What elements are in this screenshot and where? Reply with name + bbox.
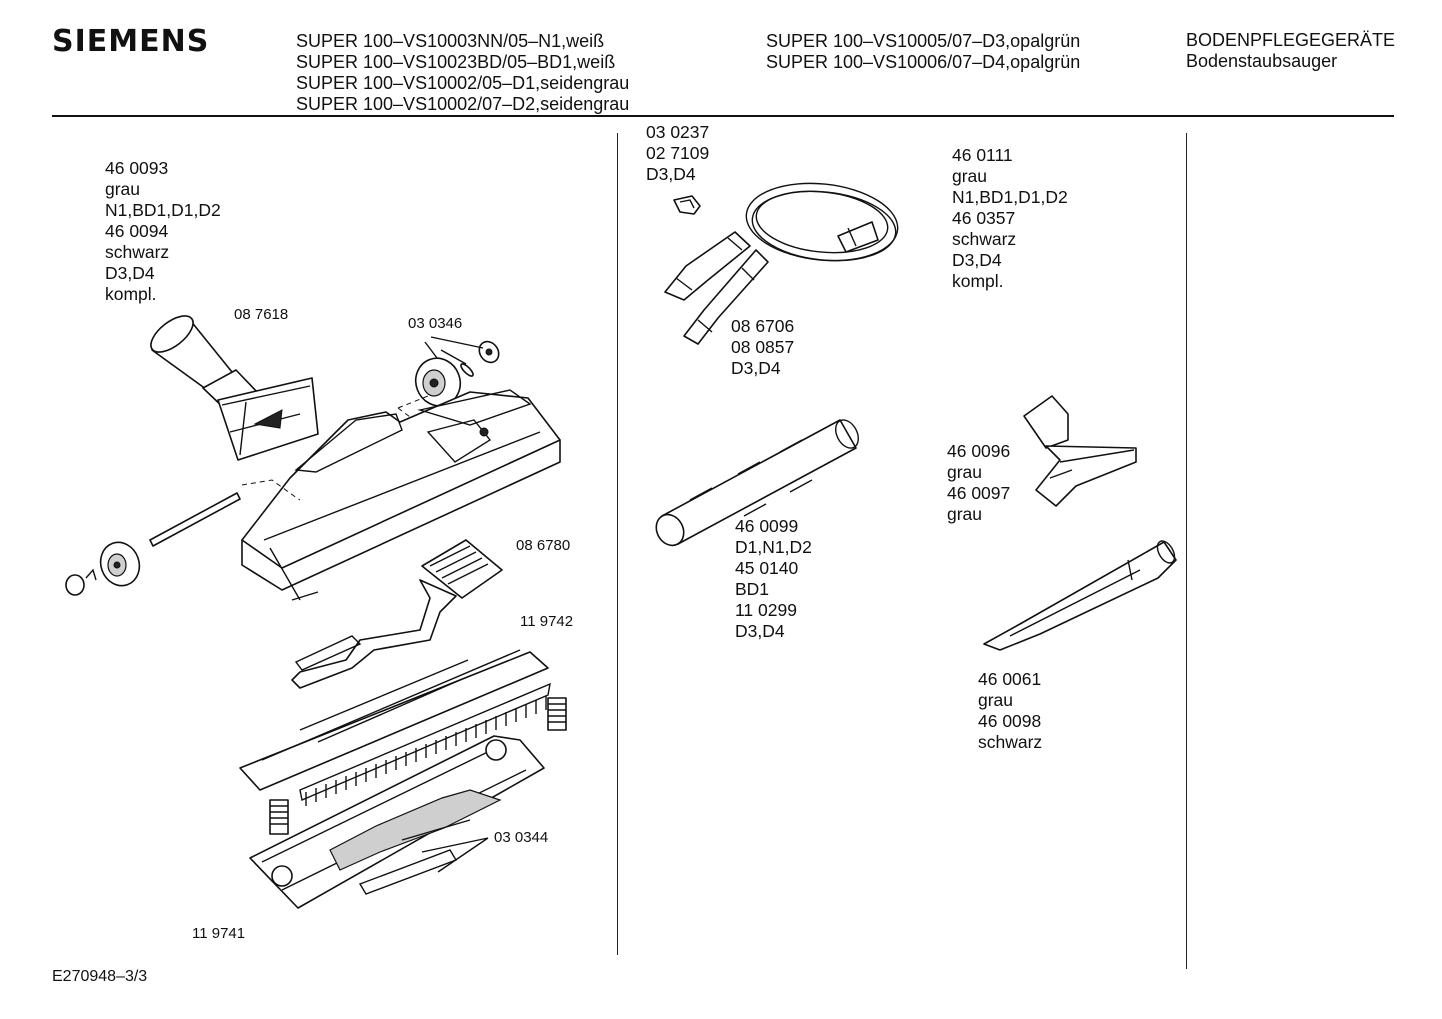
part-number: 45 0140 xyxy=(735,558,799,578)
hose-end-part xyxy=(683,249,769,345)
part-variant: N1,BD1,D1,D2 xyxy=(105,200,221,220)
part-variant: N1,BD1,D1,D2 xyxy=(952,187,1068,207)
part-variant: grau xyxy=(978,690,1014,710)
header-rule xyxy=(52,115,1394,117)
part-variant: grau xyxy=(947,504,983,524)
part-number: 46 0094 xyxy=(105,221,169,241)
part-variant: BD1 xyxy=(735,579,770,599)
adapter-number: 08 7618 xyxy=(234,306,289,323)
part-variant: schwarz xyxy=(105,242,170,262)
part-variant: grau xyxy=(952,166,988,186)
part-number: 03 0237 xyxy=(646,122,710,142)
part-variant: D3,D4 xyxy=(952,250,1002,270)
wheel-part xyxy=(397,336,500,421)
part-number: 46 0111 xyxy=(952,145,1013,165)
part-variant: kompl. xyxy=(952,271,1004,291)
part-number: 46 0061 xyxy=(978,669,1042,689)
wheel-set-number: 03 0346 xyxy=(408,315,463,332)
category-title: BODENPFLEGEGERÄTE xyxy=(1186,30,1396,50)
model-line: SUPER 100–VS10002/07–D2,seidengrau xyxy=(296,94,630,114)
model-line: SUPER 100–VS10006/07–D4,opalgrün xyxy=(766,52,1081,72)
part-variant: D3,D4 xyxy=(735,621,785,641)
document-id: E270948–3/3 xyxy=(52,968,148,985)
upholstery-label: 46 0096 grau 46 0097 grau xyxy=(947,441,1010,525)
sole-plate-number: 11 9741 xyxy=(192,925,246,942)
part-number: 11 0299 xyxy=(735,600,797,620)
model-line: SUPER 100–VS10023BD/05–BD1,weiß xyxy=(296,52,616,72)
model-line: SUPER 100–VS10005/07–D3,opalgrün xyxy=(766,31,1081,51)
brush-strip-number: 11 9742 xyxy=(520,613,574,630)
part-variant: D3,D4 xyxy=(731,358,781,378)
category-block: BODENPFLEGEGERÄTE Bodenstaubsauger xyxy=(1186,30,1395,72)
brush-strip-part xyxy=(239,649,567,835)
part-number: 46 0099 xyxy=(735,516,799,536)
nozzle-label: 46 0093 grau N1,BD1,D1,D2 46 0094 schwar… xyxy=(105,158,221,305)
pedal-number: 08 6780 xyxy=(516,537,571,554)
hose-clip-label: 03 0237 02 7109 D3,D4 xyxy=(646,122,709,185)
hose-ends-label: 08 6706 08 0857 D3,D4 xyxy=(731,316,794,379)
part-variant: D1,N1,D2 xyxy=(735,537,812,557)
part-number: 46 0096 xyxy=(947,441,1011,461)
strips-number: 03 0344 xyxy=(494,829,549,846)
part-number: 02 7109 xyxy=(646,143,710,163)
part-variant: D3,D4 xyxy=(646,164,696,184)
part-variant: grau xyxy=(105,179,141,199)
crevice-tool-part xyxy=(983,540,1177,651)
part-variant: schwarz xyxy=(952,229,1017,249)
adapter-part xyxy=(150,315,319,461)
part-number: 46 0093 xyxy=(105,158,169,178)
hose-part xyxy=(664,182,899,301)
part-number: 46 0097 xyxy=(947,483,1011,503)
extension-tube-part xyxy=(655,419,859,547)
part-variant: kompl. xyxy=(105,284,157,304)
part-number: 46 0098 xyxy=(978,711,1042,731)
column-divider-right xyxy=(1186,133,1187,969)
upholstery-nozzle-part xyxy=(1023,395,1137,507)
hose-clip-part xyxy=(673,195,701,215)
part-variant: D3,D4 xyxy=(105,263,155,283)
part-variant: schwarz xyxy=(978,732,1043,752)
sole-plate-part xyxy=(249,735,545,909)
model-line: SUPER 100–VS10003NN/05–N1,weiß xyxy=(296,31,605,51)
hose-label: 46 0111 grau N1,BD1,D1,D2 46 0357 schwar… xyxy=(952,145,1068,292)
pedal-part xyxy=(291,539,503,689)
brand-logo: SIEMENS xyxy=(52,24,210,59)
tube-label: 46 0099 D1,N1,D2 45 0140 BD1 11 0299 D3,… xyxy=(735,516,812,642)
category-subtitle: Bodenstaubsauger xyxy=(1186,51,1338,71)
part-variant: grau xyxy=(947,462,983,482)
model-line: SUPER 100–VS10002/05–D1,seidengrau xyxy=(296,73,630,93)
model-list-2: SUPER 100–VS10005/07–D3,opalgrün SUPER 1… xyxy=(766,31,1080,73)
part-number: 08 6706 xyxy=(731,316,795,336)
nozzle-housing xyxy=(241,389,561,601)
column-divider-left xyxy=(617,133,618,955)
model-list-1: SUPER 100–VS10003NN/05–N1,weiß SUPER 100… xyxy=(296,31,629,115)
part-number: 08 0857 xyxy=(731,337,795,357)
part-number: 46 0357 xyxy=(952,208,1016,228)
crevice-label: 46 0061 grau 46 0098 schwarz xyxy=(978,669,1042,753)
axle-part xyxy=(65,492,241,596)
